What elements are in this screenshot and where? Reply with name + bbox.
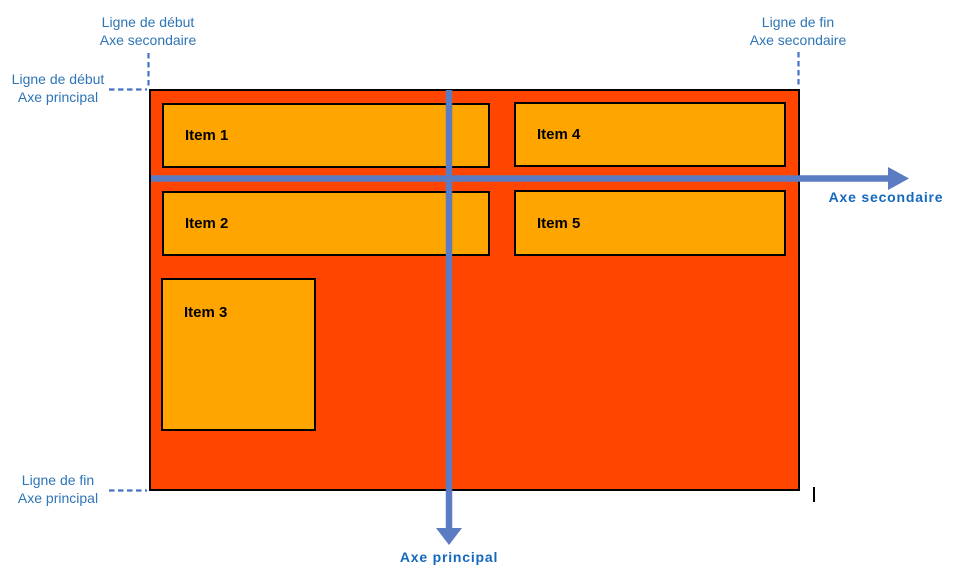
flex-item-5-label: Item 5 — [537, 214, 581, 232]
flex-item-1: Item 1 — [162, 103, 490, 168]
main-axis-arrowhead-icon — [436, 528, 462, 545]
guide-label-end-cross: Ligne de fin Axe secondaire — [728, 13, 868, 49]
cross-axis-arrowhead-icon — [888, 167, 909, 190]
guide-label-line1: Ligne de fin — [21, 472, 95, 488]
cross-axis-label: Axe secondaire — [828, 189, 944, 205]
flex-item-2: Item 2 — [162, 191, 490, 256]
guide-label-line2: Axe principal — [17, 490, 99, 506]
flex-item-4-label: Item 4 — [537, 126, 581, 143]
guide-label-line2: Axe principal — [17, 89, 99, 105]
guide-label-line1: Ligne de fin — [761, 14, 835, 30]
guide-label-line2: Axe secondaire — [749, 32, 847, 48]
guide-label-start-cross: Ligne de début Axe secondaire — [78, 13, 218, 49]
guide-label-line1: Ligne de début — [11, 71, 105, 87]
guide-label-line1: Ligne de début — [101, 14, 195, 30]
text-cursor — [813, 487, 815, 502]
flex-item-4: Item 4 — [514, 102, 786, 167]
guide-label-end-main: Ligne de fin Axe principal — [0, 471, 116, 507]
flex-item-3-label: Item 3 — [184, 304, 228, 321]
flex-item-5: Item 5 — [514, 190, 786, 256]
main-axis-label: Axe principal — [399, 549, 499, 565]
flex-item-1-label: Item 1 — [185, 127, 229, 144]
flex-item-3: Item 3 — [161, 278, 316, 431]
guide-label-start-main: Ligne de début Axe principal — [0, 70, 116, 106]
guide-label-line2: Axe secondaire — [99, 32, 197, 48]
flex-item-2-label: Item 2 — [185, 215, 229, 232]
